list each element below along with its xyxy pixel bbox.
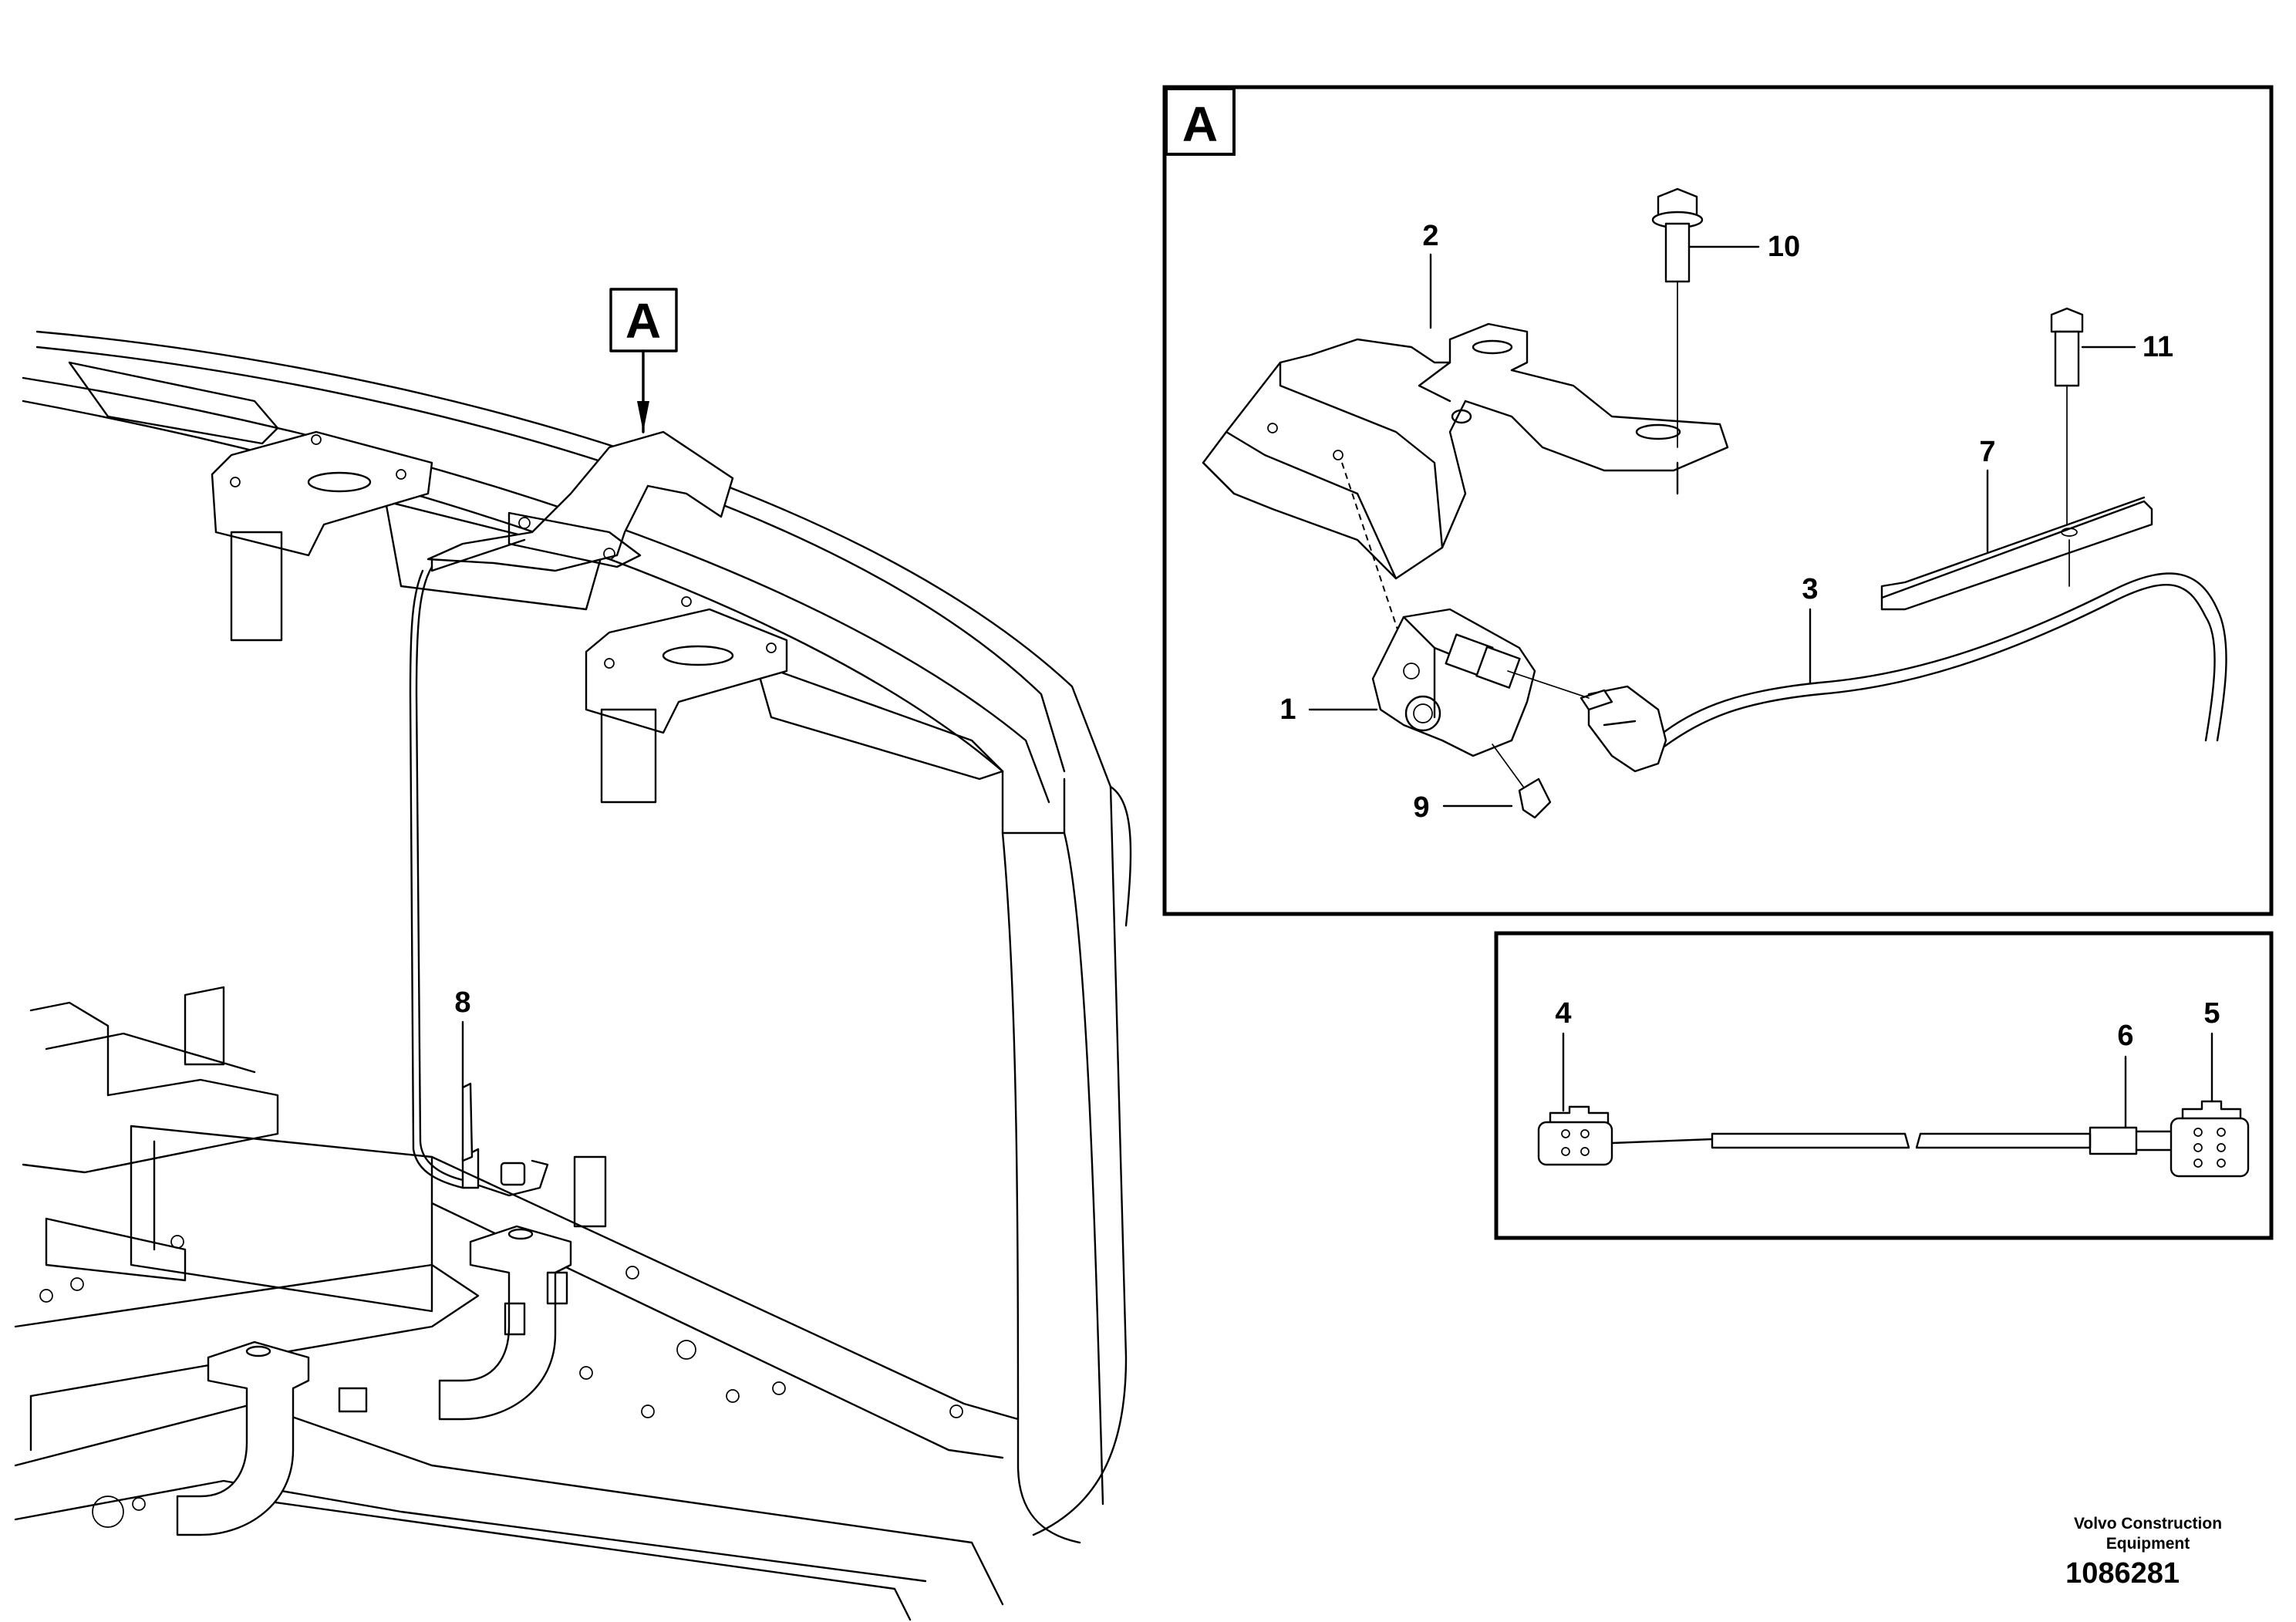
callout-10: 10 [1768, 231, 1800, 263]
bolt-11-icon [2050, 307, 2084, 525]
brand-line-2: Equipment [2106, 1535, 2190, 1553]
callout-1: 1 [1279, 693, 1296, 726]
bolt-10-icon [1651, 187, 1704, 495]
detail-view-title: A [1182, 96, 1218, 152]
detail-view-a: A [1162, 85, 2274, 916]
callout-8: 8 [454, 986, 470, 1019]
brand-line-1: Volvo Construction [2074, 1515, 2222, 1533]
harness-detail: 4 6 5 [1494, 931, 2274, 1240]
callout-5: 5 [2203, 997, 2220, 1030]
view-marker-label: A [625, 293, 661, 349]
callout-4: 4 [1555, 997, 1571, 1030]
machine-overview: A 8 [14, 288, 1132, 1621]
callout-2: 2 [1422, 220, 1438, 252]
callout-11: 11 [2143, 331, 2173, 363]
callout-7: 7 [1979, 436, 1995, 468]
callout-3: 3 [1802, 573, 1818, 605]
footer: Volvo Construction Equipment 1086281 [2065, 1515, 2222, 1590]
connector-4-icon [1537, 1105, 1613, 1166]
callout-6: 6 [2117, 1020, 2133, 1052]
callout-9: 9 [1413, 791, 1429, 824]
screw-9-icon [1492, 744, 1552, 819]
drawing-number: 1086281 [2065, 1557, 2180, 1590]
connector-5-icon [2170, 1100, 2250, 1178]
